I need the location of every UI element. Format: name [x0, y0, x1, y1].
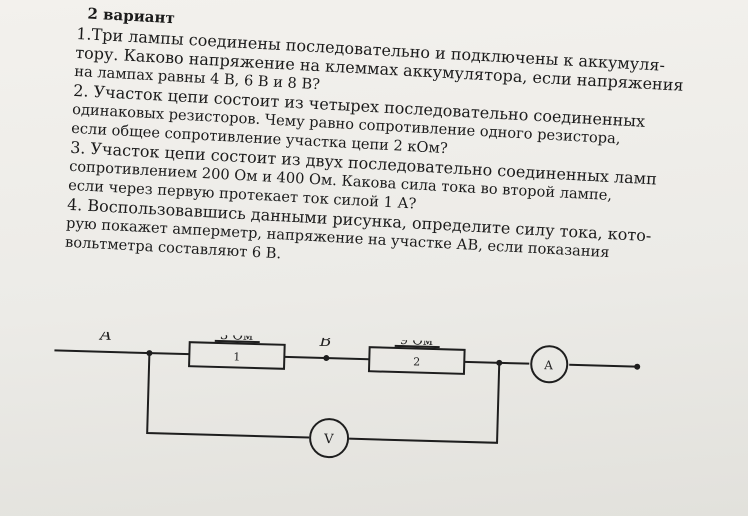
r1-value-underline: [214, 339, 260, 344]
r1-number-label: 1: [233, 350, 240, 363]
terminal-dot-end: [634, 363, 641, 370]
circuit-diagram: А В 3 Ом 9 Ом 1 2 A V: [36, 325, 690, 498]
circuit-svg: А В 3 Ом 9 Ом 1 2 A V: [54, 325, 641, 459]
worksheet: 2 вариант 1.Три лампы соединены последов…: [65, 4, 698, 285]
ammeter-icon: [530, 345, 569, 384]
ammeter-label: A: [543, 358, 553, 372]
wire-main-left: [54, 349, 190, 356]
wire-main-end: [569, 363, 640, 368]
wire-voltmeter-right: [349, 362, 501, 444]
r2-value-underline: [394, 344, 440, 349]
junction-dot-right: [496, 359, 503, 366]
point-a-label: А: [99, 330, 113, 344]
wire-voltmeter-left: [146, 353, 310, 439]
junction-dot-a: [146, 350, 153, 357]
r2-number-label: 2: [413, 355, 420, 368]
resistor-1: [188, 341, 286, 370]
voltmeter-label: V: [323, 432, 334, 447]
junction-dot-b: [323, 355, 330, 362]
resistor-2: [367, 346, 466, 375]
voltmeter-icon: [309, 418, 350, 459]
